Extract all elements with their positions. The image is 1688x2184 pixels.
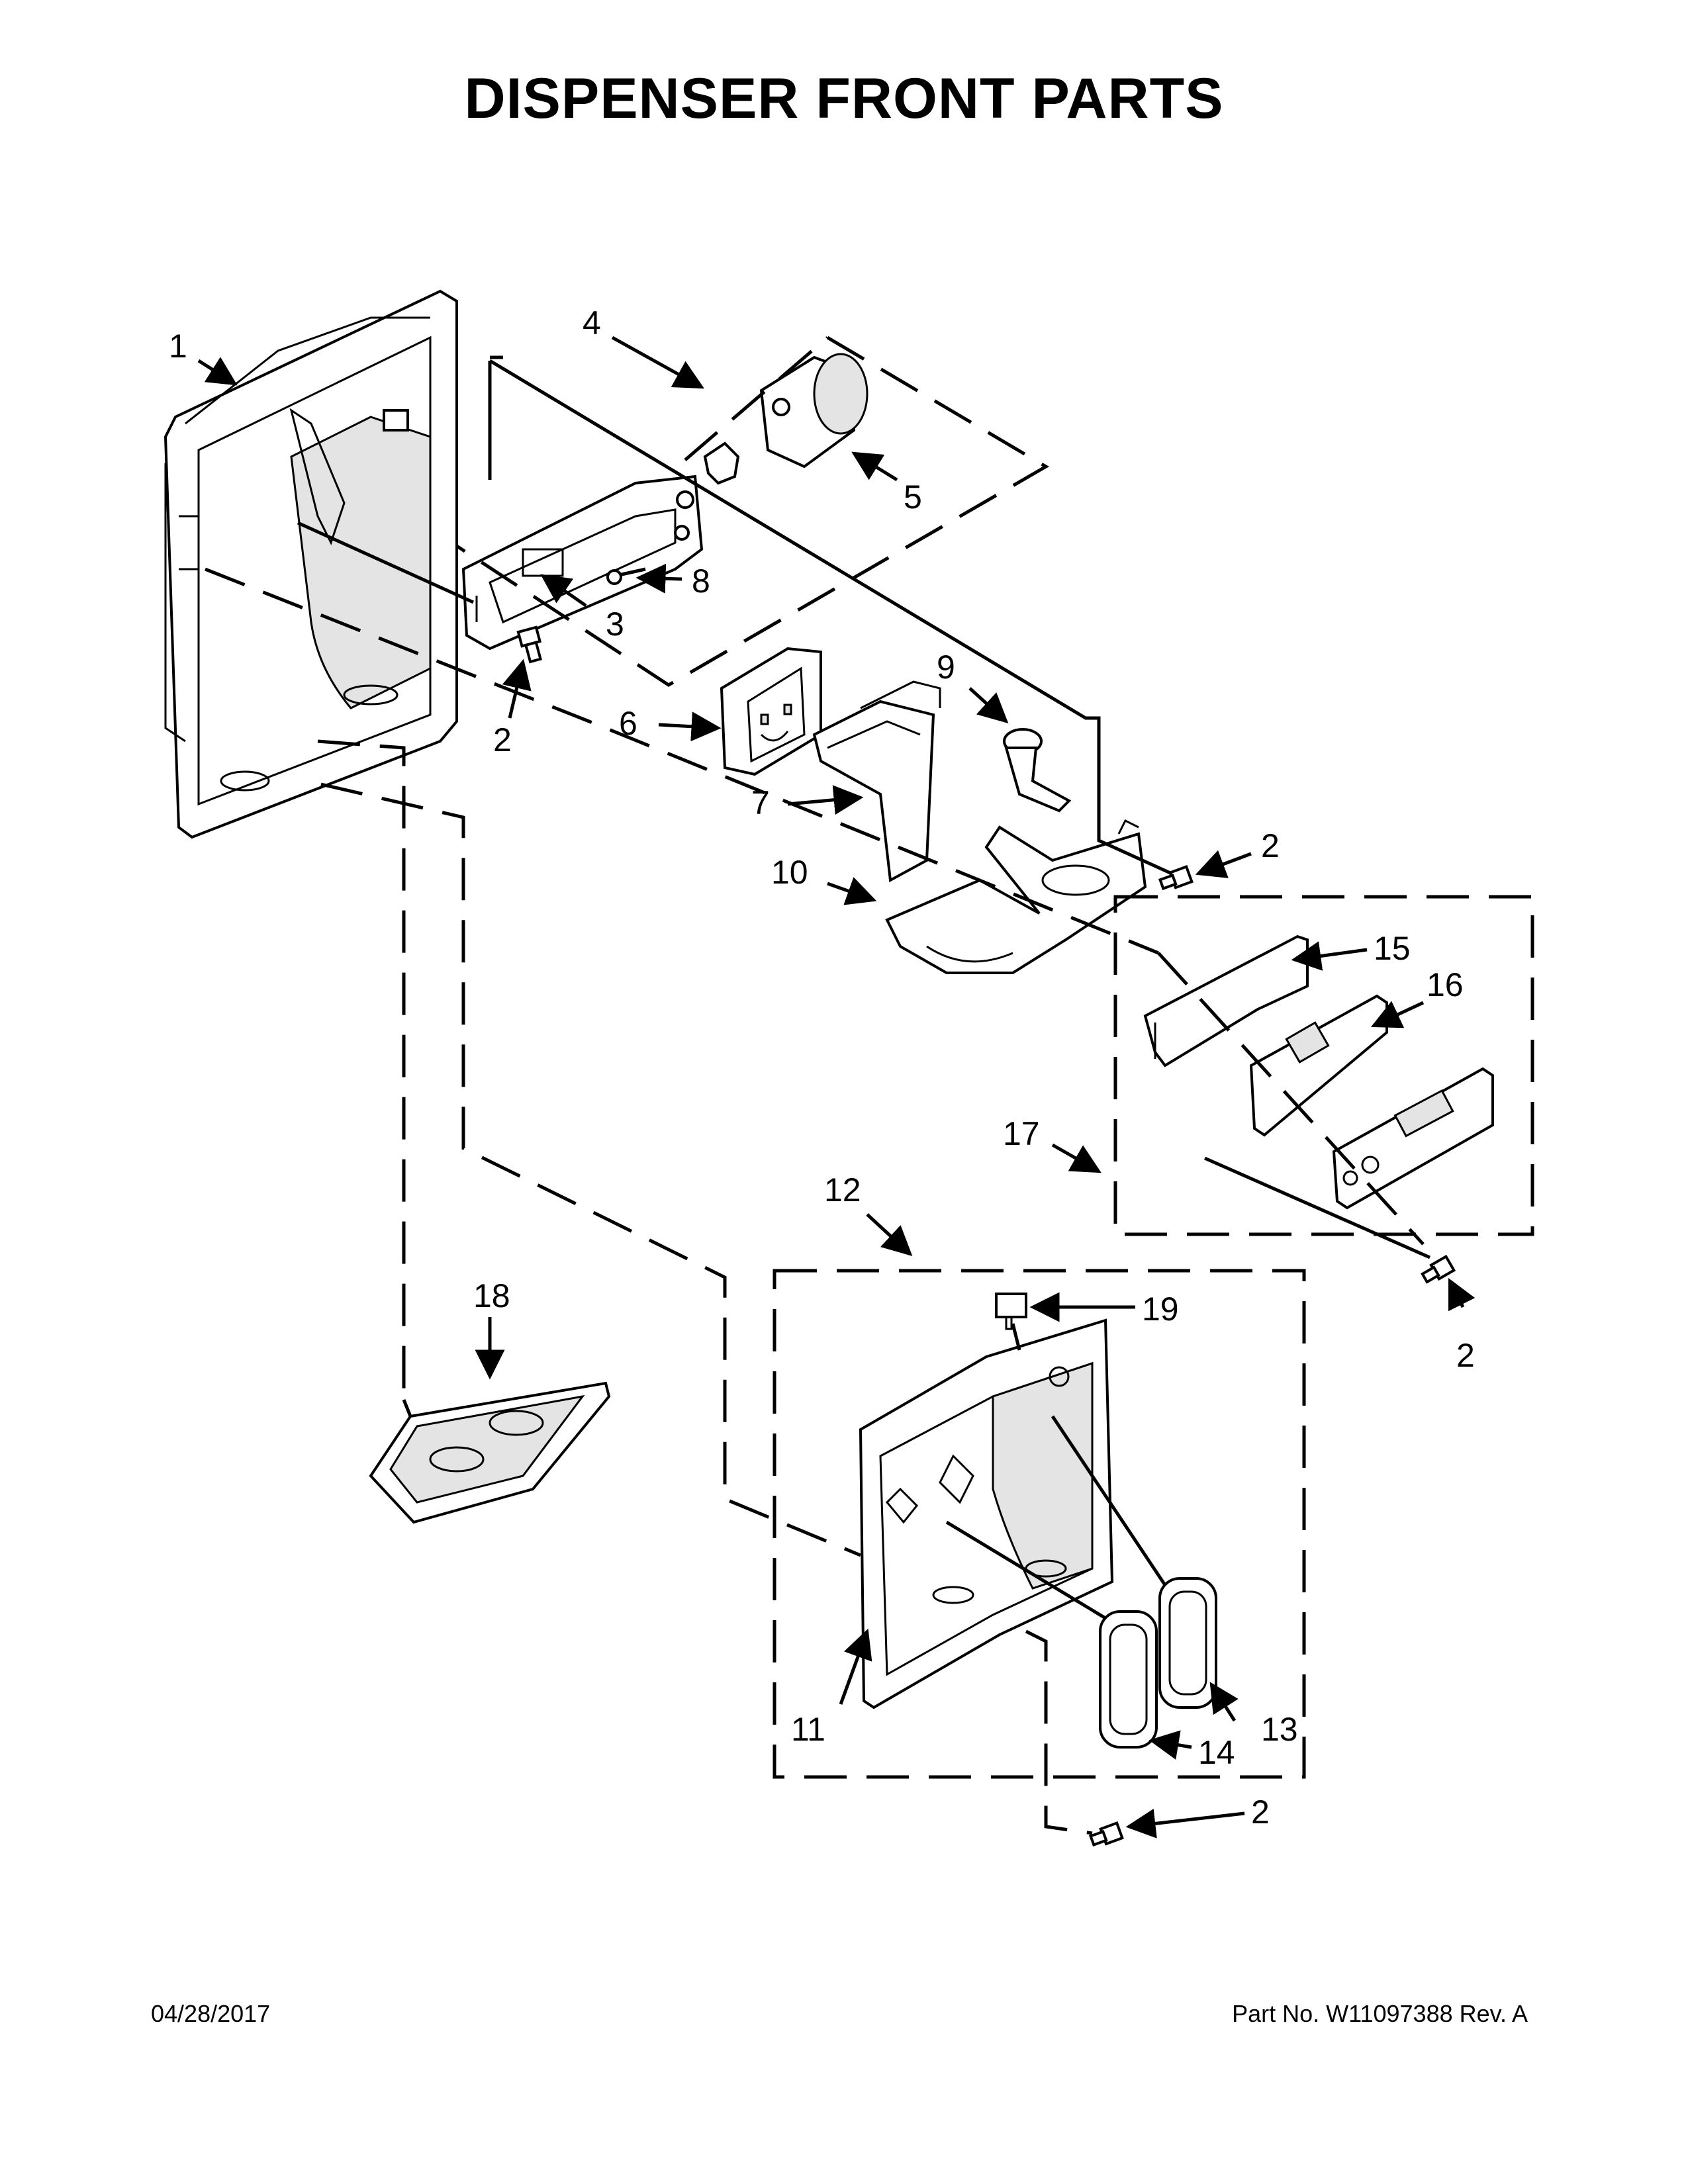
callout-labels: 1 4 5 8 3 2 6 7 9 2 10 15 16 17 12 18 19…: [169, 304, 1475, 1831]
part-1-housing: [164, 289, 458, 839]
callout-17: 17: [1003, 1115, 1040, 1152]
callout-4: 4: [583, 304, 601, 341]
part-14-paddle: [1099, 1610, 1158, 1749]
callout-16: 16: [1427, 966, 1464, 1003]
part-10-chute: [885, 819, 1147, 974]
callout-2c: 2: [1456, 1337, 1475, 1374]
part-15-bracket: [1143, 934, 1309, 1068]
part-2-screws: [516, 625, 1456, 1847]
part-13-paddle: [1158, 1577, 1217, 1709]
callout-14: 14: [1198, 1734, 1235, 1771]
part-6-pad: [720, 647, 822, 776]
part-3-bracket: [461, 475, 704, 651]
callout-7: 7: [751, 784, 770, 821]
leader-arrows: [197, 336, 1476, 1839]
callout-13: 13: [1261, 1711, 1298, 1748]
callout-19: 19: [1142, 1291, 1179, 1328]
footer-part-number: Part No. W11097388 Rev. A: [1232, 2000, 1528, 2027]
part-5-motor: [759, 353, 868, 469]
part-9-valve: [1003, 728, 1072, 813]
callout-10: 10: [771, 854, 808, 891]
part-16-board: [1249, 994, 1388, 1137]
callout-12: 12: [824, 1171, 861, 1208]
callout-1: 1: [169, 328, 187, 365]
group-boxes: [455, 336, 1534, 1779]
solid-assembly-lines: [297, 359, 1431, 1620]
callout-2b: 2: [1261, 827, 1280, 864]
part-4-cap: [703, 441, 740, 485]
callout-2a: 2: [493, 721, 512, 758]
part-17-panel: [1332, 1067, 1494, 1210]
footer-date: 04/28/2017: [151, 2000, 271, 2027]
part-11-housing: [859, 1318, 1114, 1709]
part-19-switch: [995, 1293, 1027, 1330]
callout-18: 18: [473, 1277, 510, 1314]
callout-5: 5: [904, 478, 922, 516]
callout-2d: 2: [1251, 1794, 1270, 1831]
callout-9: 9: [937, 649, 955, 686]
part-7-lever: [812, 680, 941, 883]
callout-11: 11: [791, 1711, 825, 1748]
callout-8: 8: [692, 563, 710, 600]
callout-3: 3: [606, 606, 624, 643]
callout-6: 6: [619, 705, 637, 742]
assembly-lines: [205, 355, 1425, 1835]
page-title: DISPENSER FRONT PARTS: [464, 67, 1224, 130]
callout-15: 15: [1374, 930, 1411, 967]
